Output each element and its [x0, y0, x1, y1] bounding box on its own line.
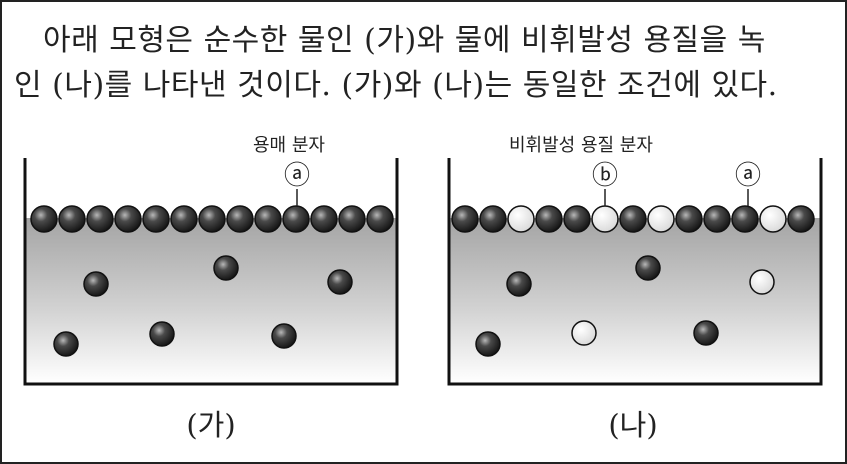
- solvent-molecule: [149, 321, 175, 347]
- solvent-molecule: [506, 271, 532, 297]
- solvent-molecule: [535, 205, 563, 233]
- solvent-marker-a: ⓐ: [284, 161, 310, 191]
- solvent-molecule: [451, 205, 479, 233]
- solvent-molecule: [213, 255, 239, 281]
- solute-marker-b: ⓑ: [592, 161, 618, 191]
- problem-text: 아래 모형은 순수한 물인 (가)와 물에 비휘발성 용질을 녹 인 (나)를 …: [14, 18, 834, 108]
- liquid-a: [25, 218, 397, 383]
- solute-molecule: [571, 320, 597, 346]
- solvent-molecule: [787, 205, 815, 233]
- solvent-molecule: [731, 205, 759, 233]
- solvent-molecule: [635, 255, 661, 281]
- solvent-molecule: [271, 323, 297, 349]
- solvent-molecule: [142, 205, 170, 233]
- solvent-molecule: [86, 205, 114, 233]
- solvent-molecule: [479, 205, 507, 233]
- solvent-molecule: [563, 205, 591, 233]
- liquid-b: [449, 218, 821, 383]
- surface-molecules-a: [30, 205, 394, 233]
- solvent-molecule: [693, 320, 719, 346]
- intro-line-1: 아래 모형은 순수한 물인 (가)와 물에 비휘발성 용질을 녹: [43, 23, 766, 58]
- bulk-molecules-a: [53, 255, 353, 357]
- solvent-label: 용매 분자: [253, 135, 325, 156]
- solvent-molecule: [254, 205, 282, 233]
- solvent-molecule: [475, 331, 501, 357]
- intro-line-2: 인 (나)를 나타낸 것이다. (가)와 (나)는 동일한 조건에 있다.: [14, 68, 778, 103]
- solvent-molecule: [198, 205, 226, 233]
- solvent-molecule: [226, 205, 254, 233]
- surface-molecules-b: [451, 205, 815, 233]
- bulk-molecules-b: [475, 255, 775, 357]
- solvent-molecule: [53, 331, 79, 357]
- solvent-molecule: [366, 205, 394, 233]
- panel-b: 비휘발성 용질 분자 ⓑ ⓐ (나): [447, 135, 823, 442]
- solvent-molecule: [327, 269, 353, 295]
- beaker-b: [447, 158, 823, 386]
- solvent-molecule: [338, 205, 366, 233]
- solute-label: 비휘발성 용질 분자: [509, 135, 653, 156]
- solvent-molecule: [30, 205, 58, 233]
- solvent-marker-b: ⓐ: [735, 161, 761, 191]
- solvent-molecule: [310, 205, 338, 233]
- beaker-a: [23, 158, 399, 386]
- solute-molecule: [591, 205, 619, 233]
- solvent-molecule: [114, 205, 142, 233]
- solvent-molecule: [83, 271, 109, 297]
- solvent-molecule: [675, 205, 703, 233]
- solvent-molecule: [58, 205, 86, 233]
- solute-molecule: [749, 269, 775, 295]
- solvent-molecule: [619, 205, 647, 233]
- panel-a: 용매 분자 ⓐ (가): [23, 135, 399, 442]
- solute-molecule: [759, 205, 787, 233]
- solvent-molecule: [703, 205, 731, 233]
- solvent-molecule: [282, 205, 310, 233]
- caption-a: (가): [186, 408, 235, 442]
- solvent-molecule: [170, 205, 198, 233]
- solute-molecule: [647, 205, 675, 233]
- caption-b: (나): [608, 408, 657, 442]
- solute-molecule: [507, 205, 535, 233]
